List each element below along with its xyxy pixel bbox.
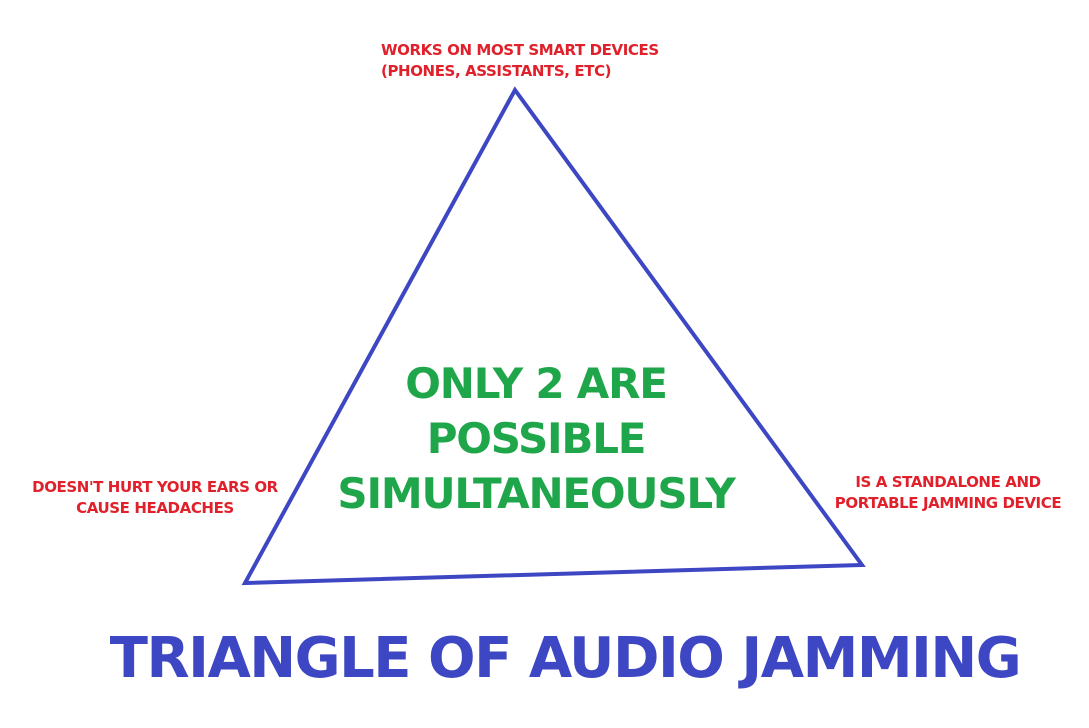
- center-statement-line-3: SIMULTANEOUSLY: [337, 469, 735, 518]
- center-statement: ONLY 2 ARE POSSIBLE SIMULTANEOUSLY: [316, 356, 756, 521]
- vertex-label-bottom-right-line-1: IS A STANDALONE AND: [855, 473, 1041, 491]
- center-statement-line-2: POSSIBLE: [426, 414, 647, 463]
- vertex-label-bottom-right-line-2: PORTABLE JAMMING DEVICE: [834, 494, 1062, 512]
- center-statement-line-1: ONLY 2 ARE: [405, 359, 668, 408]
- vertex-label-top-line-1: WORKS ON MOST SMART DEVICES: [381, 41, 659, 59]
- vertex-label-bottom-right: IS A STANDALONE AND PORTABLE JAMMING DEV…: [820, 472, 1076, 514]
- triangle-outline: [241, 86, 866, 586]
- vertex-label-bottom-left-line-2: CAUSE HEADACHES: [76, 499, 234, 517]
- vertex-label-top: WORKS ON MOST SMART DEVICES (PHONES, ASS…: [381, 40, 659, 82]
- diagram-title: TRIANGLE OF AUDIO JAMMING: [109, 626, 1022, 691]
- vertex-label-top-line-2: (PHONES, ASSISTANTS, ETC): [381, 62, 612, 80]
- vertex-label-bottom-left-line-1: DOESN'T HURT YOUR EARS OR: [32, 478, 278, 496]
- vertex-label-bottom-left: DOESN'T HURT YOUR EARS OR CAUSE HEADACHE…: [16, 477, 294, 519]
